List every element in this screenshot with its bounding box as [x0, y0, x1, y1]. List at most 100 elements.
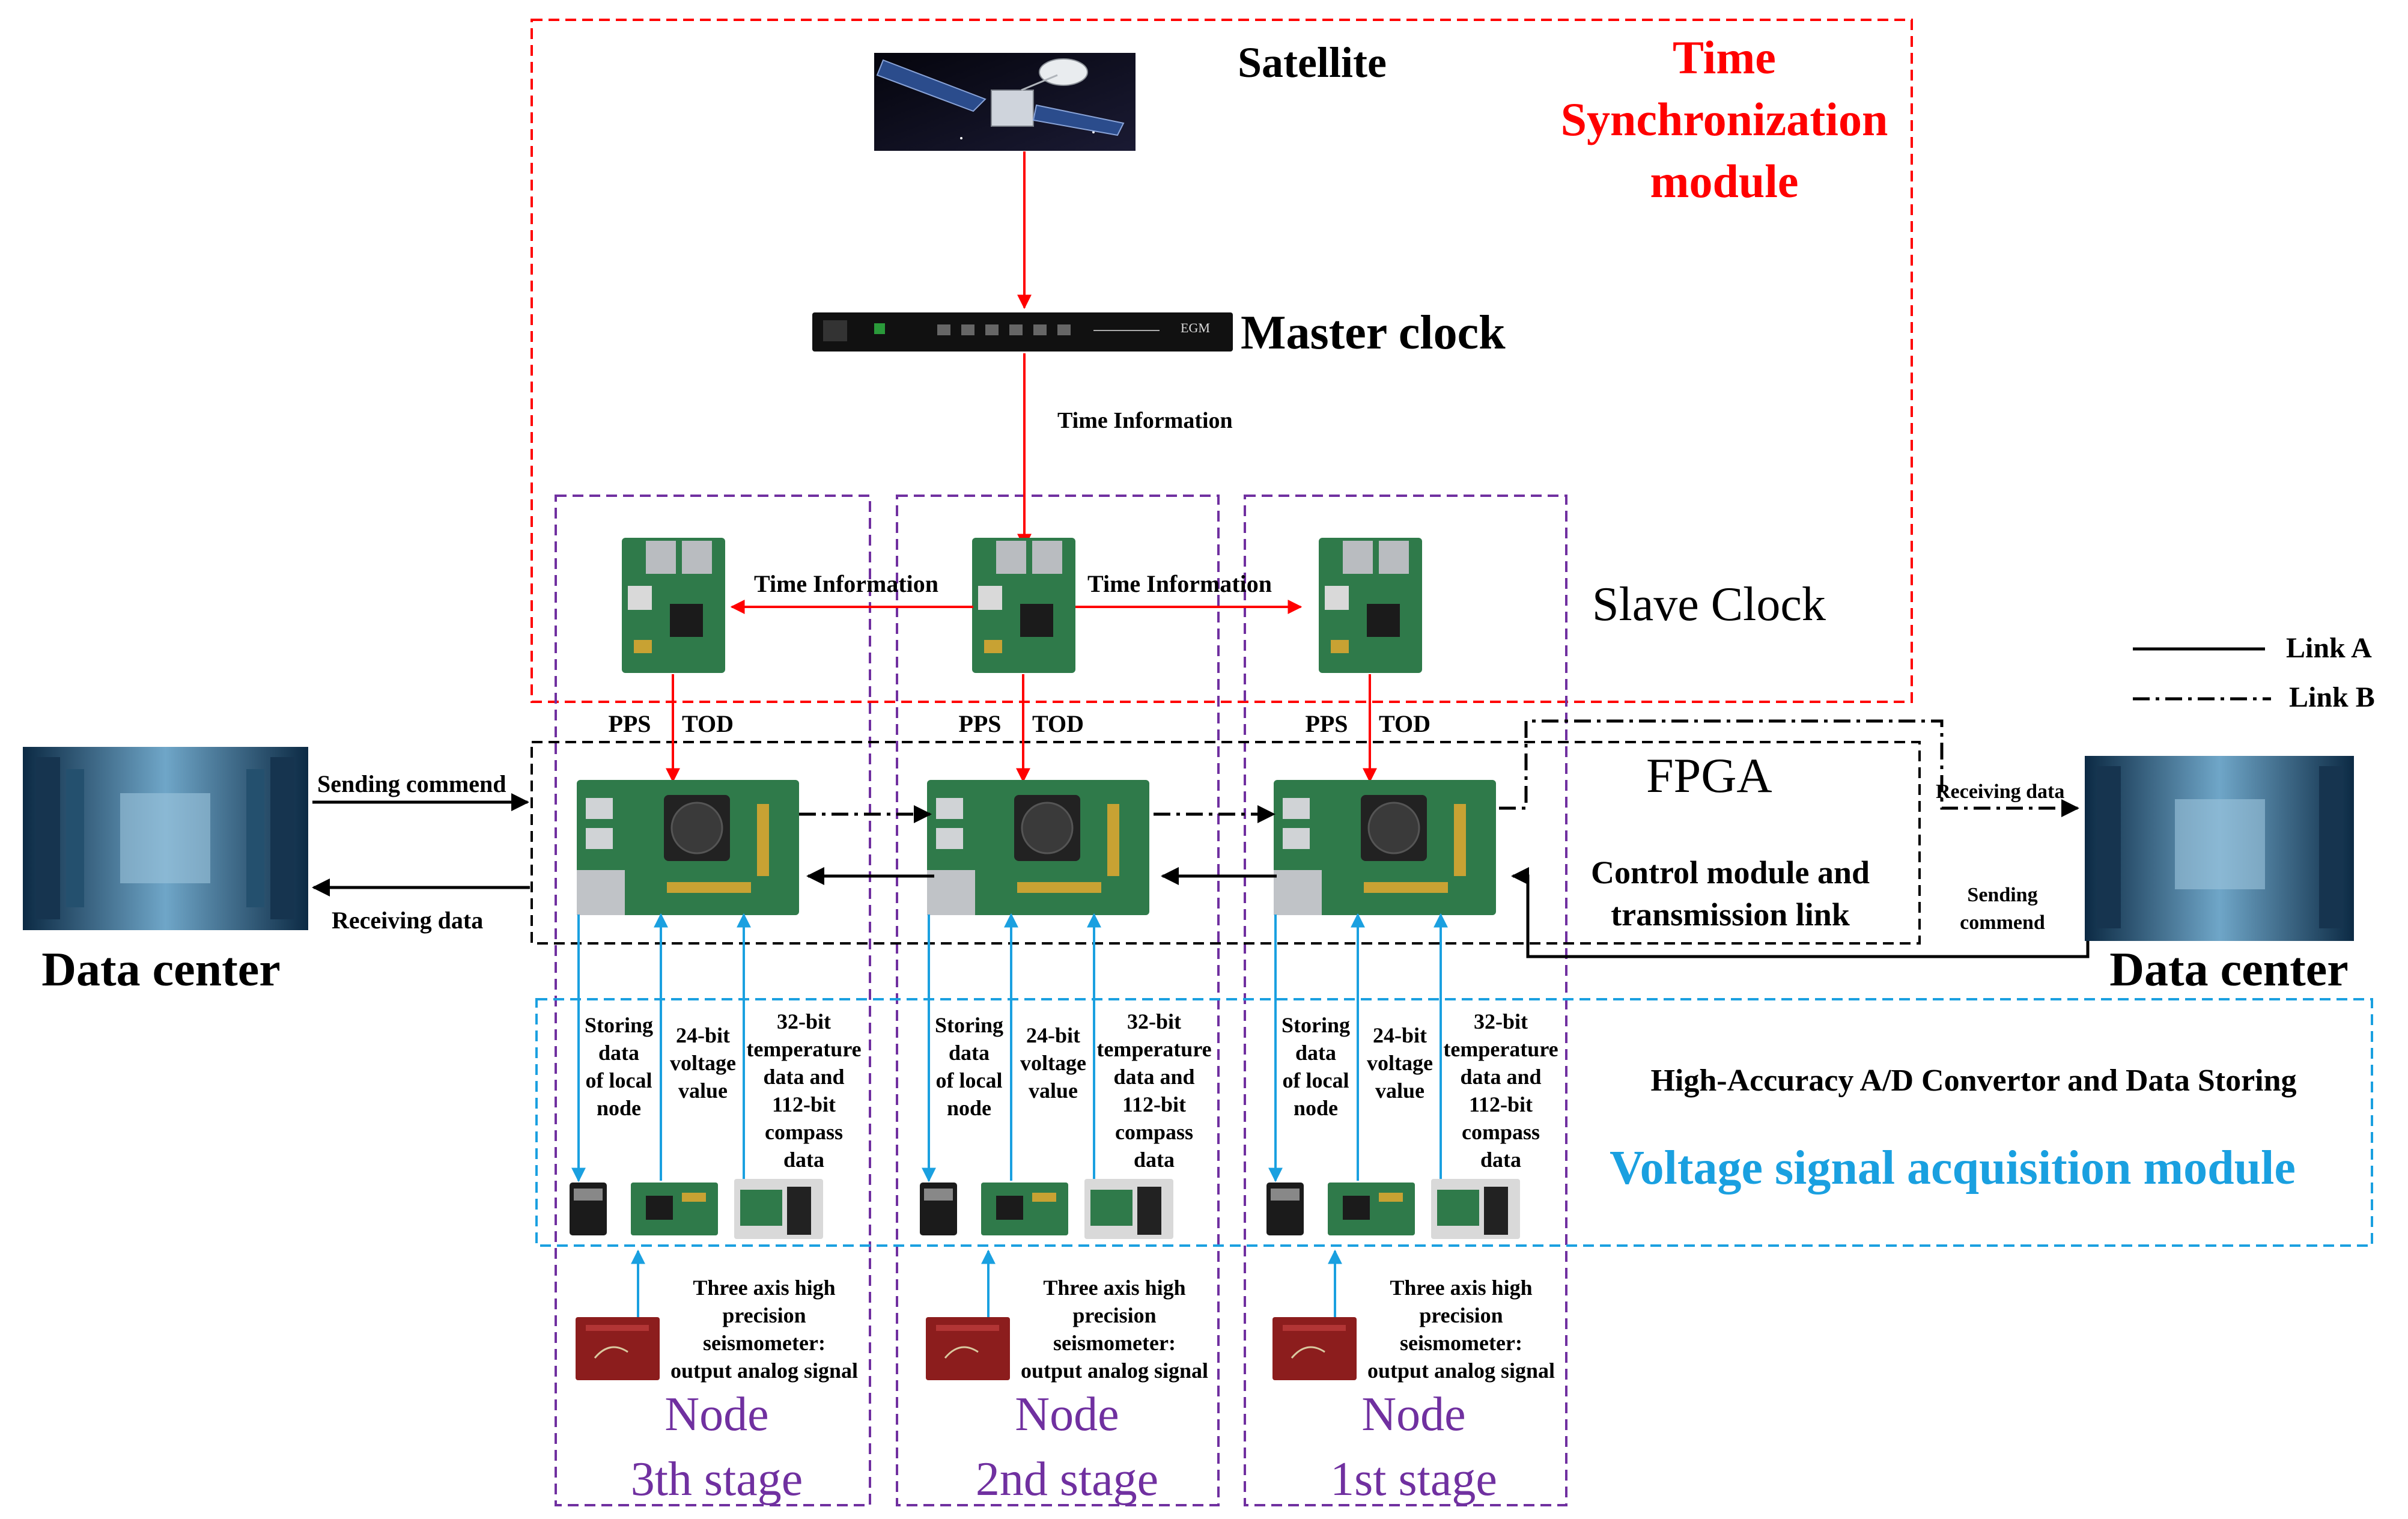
- node-label-line-2: 2nd stage: [976, 1453, 1158, 1506]
- node-label-line-1: Node: [1361, 1388, 1465, 1441]
- seismometer-label: Three axis high: [693, 1276, 835, 1300]
- storing-label: of local: [586, 1068, 652, 1092]
- temperature-label: 32-bit: [1127, 1009, 1181, 1033]
- seismometer-icon: [576, 1317, 660, 1380]
- storing-label: data: [1295, 1041, 1336, 1065]
- fpga-module-box: [531, 741, 1921, 945]
- temperature-label: 32-bit: [777, 1009, 831, 1033]
- storing-label: data: [598, 1041, 639, 1065]
- fpga-label: FPGA: [1646, 748, 1772, 803]
- seismometer-label: precision: [1419, 1303, 1503, 1327]
- voltage-label: voltage: [670, 1051, 736, 1075]
- pps-label: PPS: [958, 710, 1001, 737]
- time-sync-module-box: [531, 19, 1913, 703]
- temperature-label: 112-bit: [1469, 1092, 1533, 1116]
- seismometer-label: precision: [722, 1303, 806, 1327]
- seismometer-label: Three axis high: [1043, 1276, 1185, 1300]
- fpga-module-line-2: transmission link: [1611, 896, 1850, 933]
- legend: Link A Link B: [2133, 632, 2375, 713]
- voltage-label: 24-bit: [676, 1023, 730, 1047]
- storing-label: of local: [1283, 1068, 1349, 1092]
- temperature-label: data and: [1113, 1065, 1194, 1089]
- temperature-label: data: [1480, 1148, 1521, 1172]
- data-center-right-label: Data center: [2109, 943, 2349, 996]
- voltage-label: value: [678, 1079, 728, 1103]
- fpga-board-icon: [927, 780, 1149, 915]
- seismometer-label: seismometer:: [703, 1331, 825, 1355]
- satellite-icon: [874, 53, 1136, 151]
- data-center-left-label: Data center: [41, 943, 281, 996]
- temperature-label: 112-bit: [1122, 1092, 1186, 1116]
- temperature-label: compass: [765, 1120, 843, 1144]
- voltage-label: voltage: [1020, 1051, 1086, 1075]
- seismometer-icon: [926, 1317, 1010, 1380]
- fpga-module-line-1: Control module and: [1591, 854, 1870, 890]
- tod-label: TOD: [682, 710, 734, 737]
- pps-label: PPS: [1305, 710, 1348, 737]
- dc-left-receiving-label: Receiving data: [332, 907, 483, 934]
- legend-link-b-label: Link B: [2289, 681, 2375, 713]
- dc-right-sending-line-1: Sending: [1967, 884, 2037, 906]
- fpga-board-icon: [1274, 780, 1496, 915]
- master-time-info-label: Time Information: [1057, 408, 1233, 433]
- temperature-label: temperature: [746, 1037, 861, 1061]
- temperature-label: 112-bit: [772, 1092, 836, 1116]
- slave-clock-label: Slave Clock: [1592, 578, 1826, 631]
- sensor-board-icon: [1431, 1179, 1520, 1239]
- storing-label: Storing: [1282, 1013, 1350, 1037]
- tod-label: TOD: [1379, 710, 1431, 737]
- data-center-left-image: [23, 747, 308, 930]
- master-clock-icon: EGM: [812, 312, 1233, 352]
- time-sync-title-line-2: Synchronization: [1561, 93, 1888, 145]
- link-b-board1-to-datacenter: [1499, 719, 2079, 817]
- ad-converter-board-icon: [631, 1183, 718, 1235]
- node-label-line-1: Node: [1015, 1388, 1119, 1441]
- sensor-board-icon: [734, 1179, 823, 1239]
- slave-clock-board-icon: [1319, 538, 1422, 673]
- ad-converter-board-icon: [981, 1183, 1068, 1235]
- voltage-label: 24-bit: [1026, 1023, 1080, 1047]
- dc-left-sending-label: Sending commend: [317, 770, 506, 797]
- acquisition-module-box: [535, 998, 2373, 1247]
- voltage-label: value: [1029, 1079, 1078, 1103]
- master-clock-label: Master clock: [1241, 306, 1506, 359]
- seismometer-label: seismometer:: [1053, 1331, 1176, 1355]
- acquisition-title: Voltage signal acquisition module: [1610, 1142, 2296, 1195]
- temperature-label: data and: [1460, 1065, 1541, 1089]
- storing-label: Storing: [935, 1013, 1003, 1037]
- seismometer-label: Three axis high: [1390, 1276, 1532, 1300]
- voltage-label: value: [1375, 1079, 1424, 1103]
- seismometer-icon: [1272, 1317, 1357, 1380]
- voltage-label: 24-bit: [1373, 1023, 1427, 1047]
- storing-label: node: [947, 1096, 991, 1120]
- temperature-label: 32-bit: [1474, 1009, 1528, 1033]
- sensor-board-icon: [1084, 1179, 1173, 1239]
- tod-label: TOD: [1032, 710, 1084, 737]
- fpga-board-icon: [577, 780, 799, 915]
- dc-right-receiving-label: Receiving data: [1936, 781, 2064, 803]
- dc-right-sending-line-2: commend: [1960, 912, 2045, 934]
- legend-link-a-label: Link A: [2286, 632, 2372, 664]
- voltage-label: voltage: [1367, 1051, 1433, 1075]
- satellite-label: Satellite: [1238, 38, 1387, 87]
- seismometer-label: output analog signal: [1367, 1359, 1555, 1383]
- seismometer-label: output analog signal: [670, 1359, 858, 1383]
- slave-left-time-info-label: Time Information: [754, 570, 938, 597]
- slave-clock-board-icon: [622, 538, 725, 673]
- temperature-label: data: [1134, 1148, 1175, 1172]
- temperature-label: compass: [1115, 1120, 1193, 1144]
- node-label-line-1: Node: [664, 1388, 768, 1441]
- sd-card-icon: [570, 1183, 607, 1235]
- storing-label: node: [1294, 1096, 1338, 1120]
- temperature-label: compass: [1462, 1120, 1540, 1144]
- seismometer-label: output analog signal: [1021, 1359, 1208, 1383]
- node-label-line-2: 1st stage: [1330, 1453, 1497, 1506]
- sd-card-icon: [1266, 1183, 1304, 1235]
- sd-card-icon: [920, 1183, 957, 1235]
- storing-label: of local: [936, 1068, 1003, 1092]
- pps-label: PPS: [608, 710, 651, 737]
- temperature-label: data and: [763, 1065, 844, 1089]
- time-sync-title-line-3: module: [1650, 155, 1798, 207]
- storing-label: data: [949, 1041, 990, 1065]
- slave-right-time-info-label: Time Information: [1087, 570, 1272, 597]
